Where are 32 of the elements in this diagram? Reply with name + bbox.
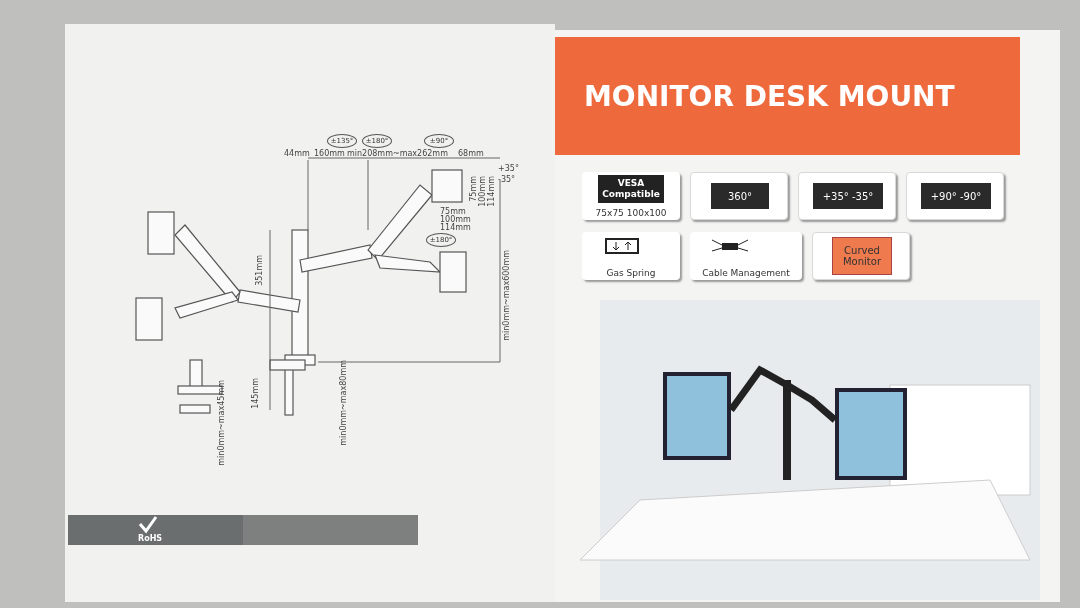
compliance-label: RoHS bbox=[138, 535, 163, 543]
dimension-label: 68mm bbox=[458, 150, 484, 158]
dimension-label: 351mm bbox=[256, 255, 264, 286]
title: MONITOR DESK MOUNT bbox=[584, 80, 955, 113]
feature-card bbox=[812, 232, 910, 280]
feature-card bbox=[582, 172, 680, 220]
card-caption: 75x75 100x100 bbox=[595, 208, 667, 218]
dimension-label: 114mm bbox=[488, 176, 496, 207]
standard-badge: VESA Compatible bbox=[598, 175, 664, 203]
dimension-label: min0mm~max600mm bbox=[503, 250, 511, 341]
feature-card: Cable Management bbox=[690, 232, 802, 280]
dimension-label: 160mm bbox=[314, 150, 345, 158]
screen-icon: +35° -35° bbox=[813, 183, 883, 209]
feature-card bbox=[690, 172, 788, 220]
screen-icon: 360° bbox=[711, 183, 769, 209]
screen-icon: +90° -90° bbox=[921, 183, 991, 209]
dimension-label: 100mm bbox=[479, 176, 487, 207]
curved-screen-icon: Curved Monitor bbox=[832, 237, 892, 275]
feature-card bbox=[906, 172, 1004, 220]
dimension-label: +35° bbox=[498, 165, 519, 173]
dimension-label: 75mm bbox=[440, 208, 466, 216]
dimension-label: 44mm bbox=[284, 150, 310, 158]
dimension-label: min0mm~max80mm bbox=[340, 360, 348, 446]
dimension-label: 145mm bbox=[252, 378, 260, 409]
dimension-label: 100mm bbox=[440, 216, 471, 224]
dimension-label: min0mm~max45mm bbox=[218, 380, 226, 466]
feature-card: Gas Spring bbox=[582, 232, 680, 280]
feature-card bbox=[798, 172, 896, 220]
dimension-label: 114mm bbox=[440, 224, 471, 232]
dimension-label: -35° bbox=[498, 176, 516, 184]
dimension-label: 75mm bbox=[470, 176, 478, 202]
dimension-label: min208mm~max262mm bbox=[347, 150, 448, 158]
